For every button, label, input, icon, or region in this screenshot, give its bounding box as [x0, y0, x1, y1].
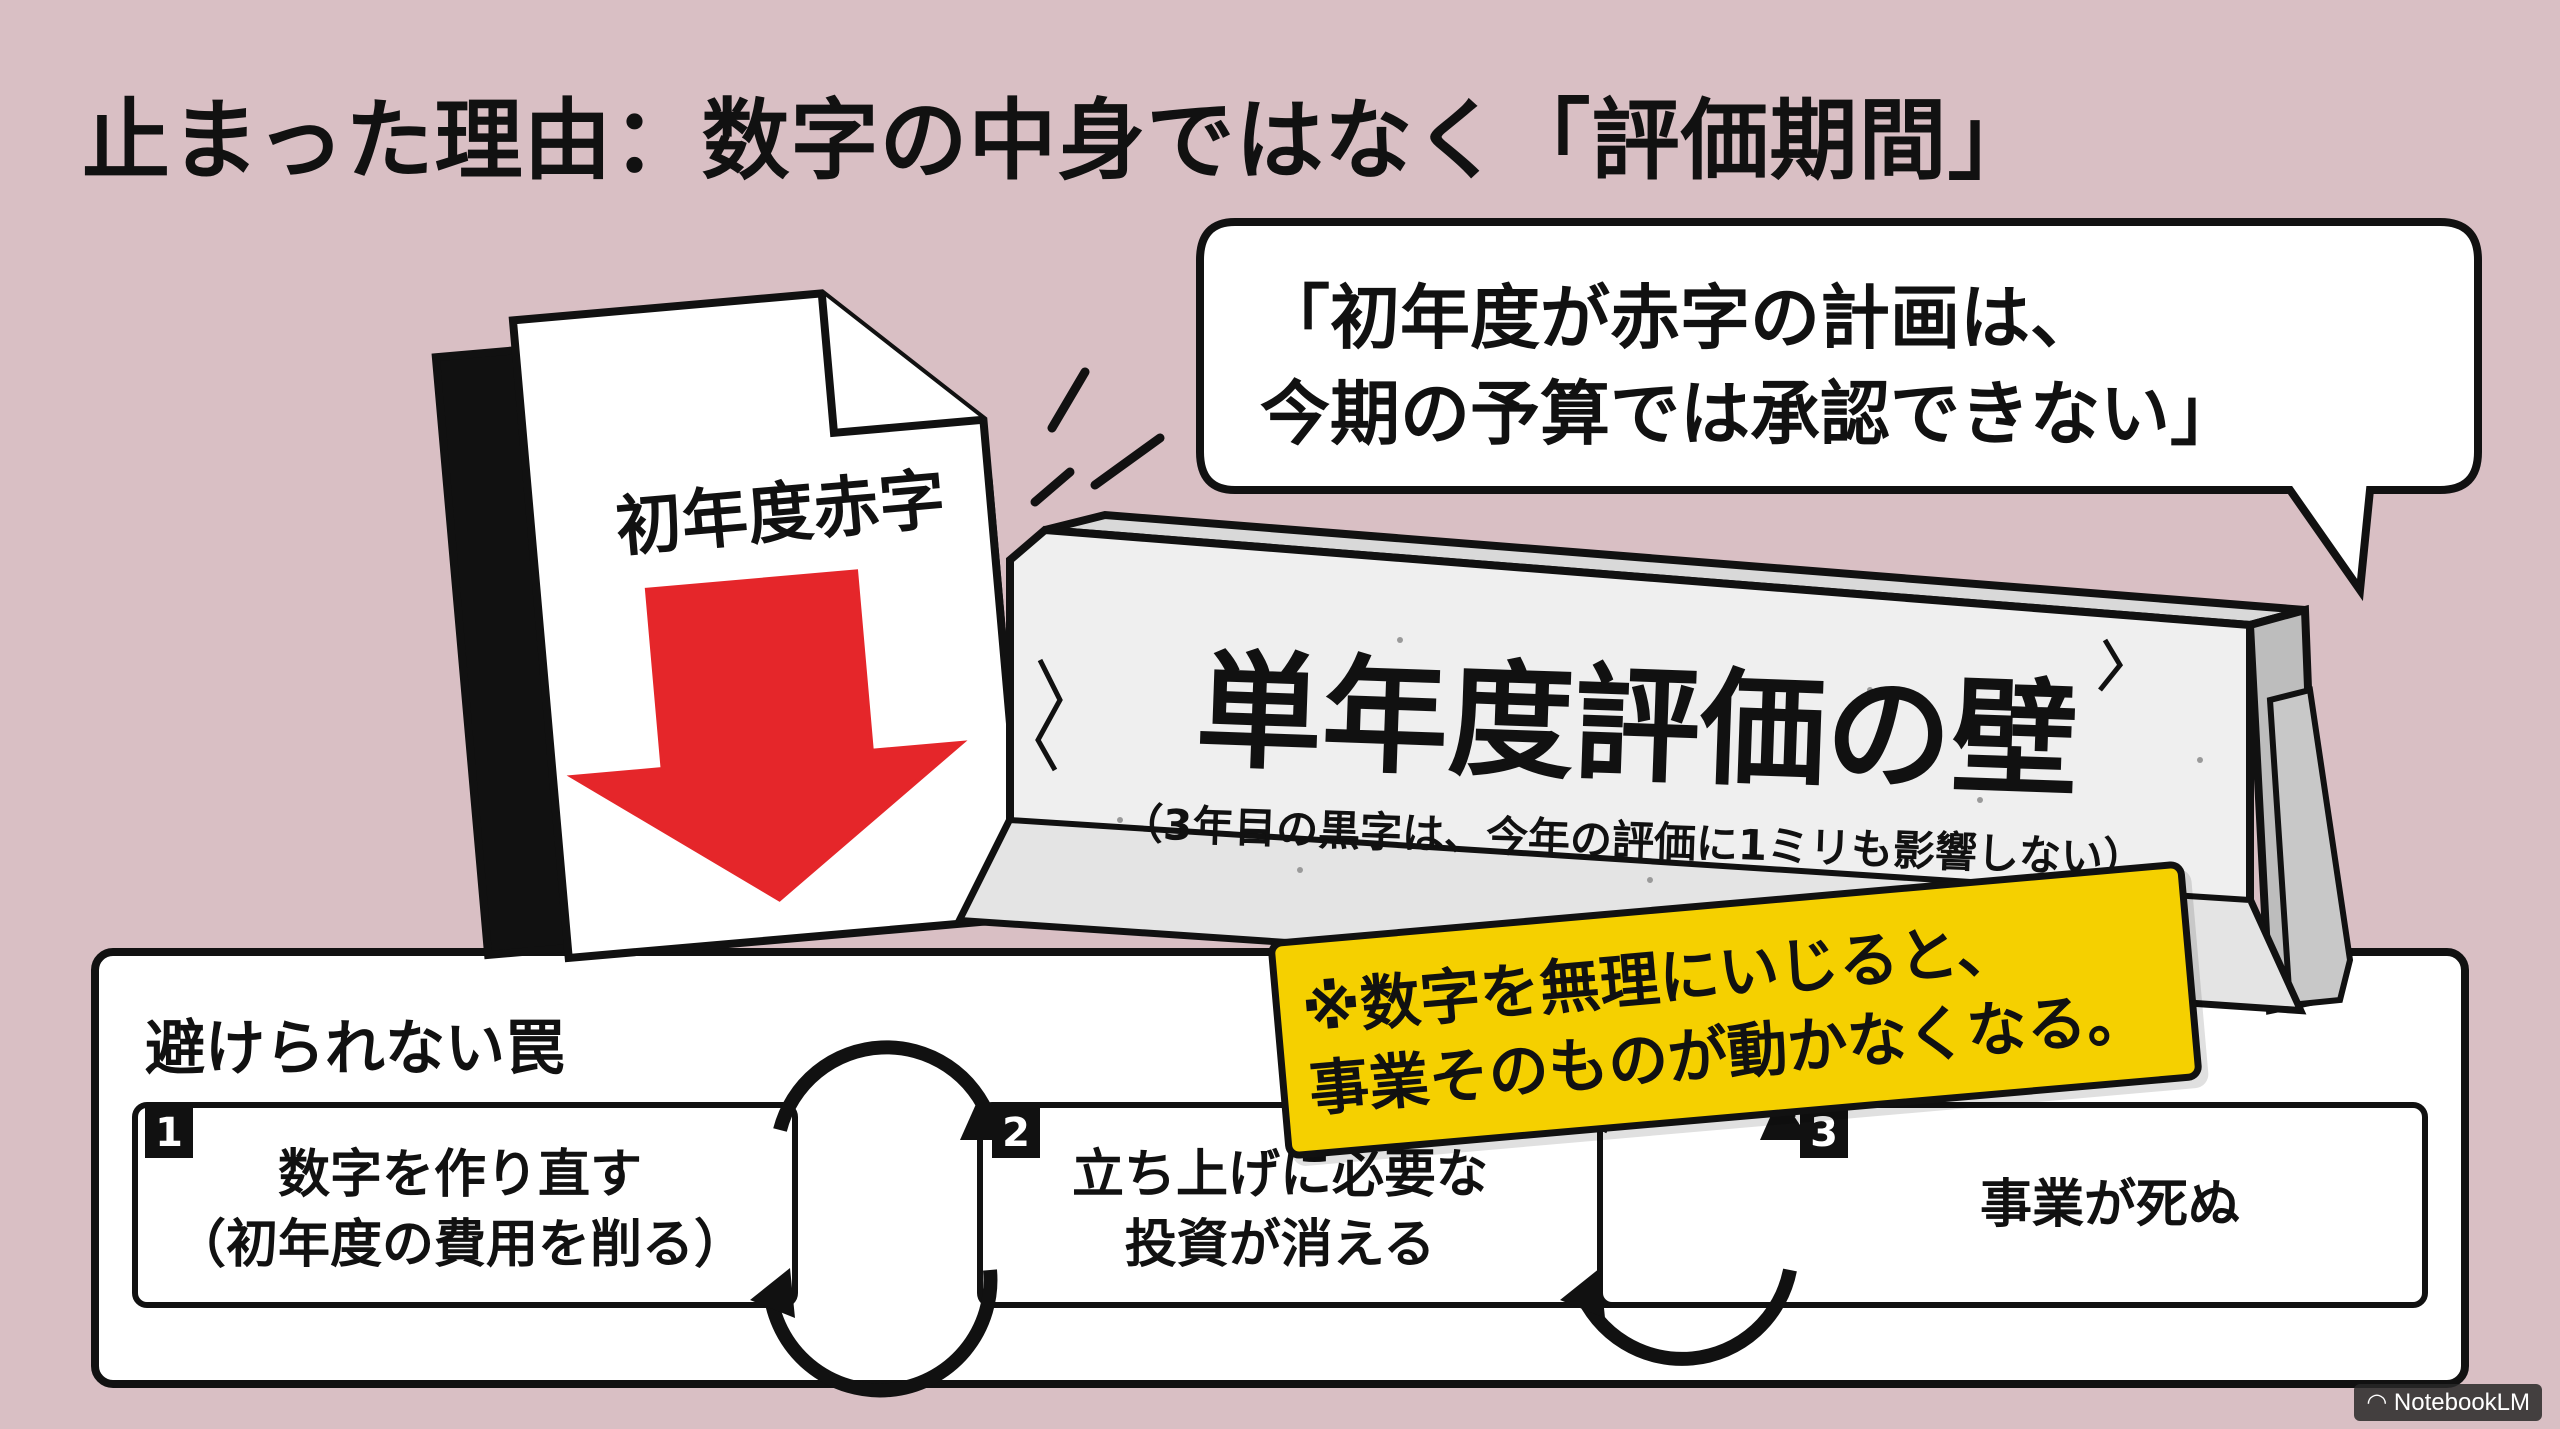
watermark-text: NotebookLM — [2393, 1389, 2530, 1416]
down-arrow-icon — [566, 569, 968, 902]
document-icon — [431, 289, 1032, 963]
speech-line-1: 「初年度が赤字の計画は、 — [1260, 277, 2100, 359]
step-box-1 — [132, 1102, 798, 1308]
trap-heading: 避けられない罠 — [145, 1014, 565, 1084]
cycle-arrowhead — [1760, 1095, 1810, 1140]
cycle-arrowhead — [1560, 1268, 1605, 1318]
step-1-line-1: 数字を作り直す — [277, 1145, 642, 1205]
step-number-2: 2 — [992, 1108, 1040, 1158]
wall-text: 単年度評価の壁 （3年目の黒字は、今年の評価に1ミリも影響しない） — [1012, 630, 2259, 890]
speech-bubble-text: 「初年度が赤字の計画は、 今期の予算では承認できない」 — [1260, 270, 2460, 462]
cycle-arrowhead — [750, 1268, 795, 1318]
step-2-line-2: 投資が消える — [1124, 1215, 1436, 1275]
notebooklm-logo-icon: ◠ — [2366, 1389, 2394, 1416]
step-2-line-1: 立ち上げに必要な — [1071, 1145, 1488, 1205]
step-1-text: 数字を作り直す （初年度の費用を削る） — [150, 1140, 770, 1280]
step-2-text: 立ち上げに必要な 投資が消える — [1000, 1140, 1560, 1280]
cycle-icon-1-2 — [763, 1040, 998, 1398]
step-3-text: 事業が死ぬ — [1830, 1170, 2390, 1240]
slide-title: 止まった理由：数字の中身ではなく「評価期間」 — [82, 89, 2037, 192]
notebooklm-watermark: ◠ NotebookLM — [2354, 1384, 2542, 1421]
speech-line-2: 今期の予算では承認できない」 — [1260, 373, 2240, 455]
step-number-3: 3 — [1800, 1108, 1848, 1158]
impact-lines-icon — [1030, 367, 1165, 507]
step-1-line-2: （初年度の費用を削る） — [173, 1215, 746, 1275]
step-3-line-1: 事業が死ぬ — [1979, 1175, 2240, 1235]
step-number-1: 1 — [145, 1108, 193, 1158]
speech-bubble — [1196, 218, 2482, 602]
